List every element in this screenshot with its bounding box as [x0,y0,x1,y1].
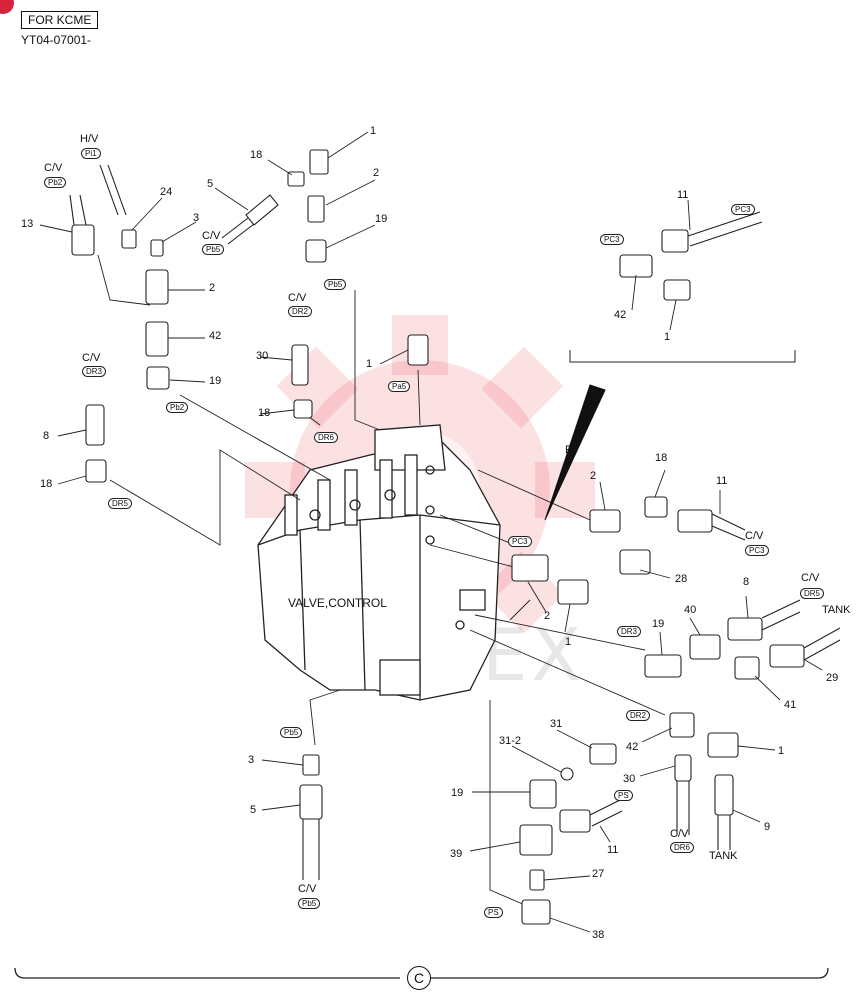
callout-24: 24 [160,186,173,198]
routing-lines [97,254,666,906]
callout-1: 1 [565,636,572,648]
callout-27: 27 [592,868,605,880]
port-tag: PC3 [508,536,532,547]
f5-arrow [544,384,606,521]
port-tag: Pa5 [388,381,411,392]
port-tag: Pb5 [280,727,303,738]
callout-19: 19 [451,787,464,799]
port-tag: DR3 [82,366,107,377]
callout-18: 18 [655,452,668,464]
callout-39: 39 [450,848,463,860]
port-tag: Pb5 [324,279,347,290]
cv-label: C/V [288,292,307,304]
serial-code: YT04-07001- [21,33,92,47]
callout-42: 42 [614,309,627,321]
callout-42: 42 [626,741,639,753]
callout-5: 5 [250,804,257,816]
port-tag: DR3 [617,626,642,637]
callout-8: 8 [43,430,50,442]
port-tag: DR5 [108,498,133,509]
port-tag: PC3 [745,545,769,556]
cv-label: C/V [44,162,63,174]
callout-30: 30 [623,773,636,785]
callout-1: 1 [370,125,377,137]
port-tag: Pb5 [202,244,225,255]
callout-42: 42 [209,330,222,342]
port-tag: DR6 [314,432,339,443]
port-tag: PC3 [600,234,624,245]
callout-2: 2 [590,470,597,482]
control-valve-label: VALVE,CONTROL [288,596,387,610]
callout-11: 11 [716,475,728,487]
callout-40: 40 [684,604,697,616]
bottom-frame [14,967,829,979]
tank-label: TANK [822,604,851,616]
fittings [69,149,841,925]
port-tag: PS [484,907,503,918]
callout-19: 19 [375,213,388,225]
section-marker: C [407,966,431,990]
cv-label: C/V [202,230,221,242]
callout-1: 1 [778,745,785,757]
callout-18: 18 [258,407,271,419]
callout-19: 19 [209,375,222,387]
callout-f5: F5 [565,444,578,456]
callout-2: 2 [544,610,551,622]
callout-2: 2 [373,167,380,179]
callout-19: 19 [652,618,665,630]
callout-1: 1 [366,358,373,370]
callout-1: 1 [664,331,671,343]
port-tag: PS [614,790,633,801]
callout-11: 11 [677,189,689,201]
callout-41: 41 [784,699,797,711]
corner-marker [0,0,14,14]
cv-label: C/V [801,572,820,584]
callout-3: 3 [248,754,255,766]
callout-11: 11 [607,844,619,856]
callout-31-2: 31-2 [499,735,522,747]
callout-30: 30 [256,350,269,362]
cv-label: C/V [745,530,764,542]
port-tag: Pi1 [81,148,101,159]
callout-13: 13 [21,218,34,230]
port-tag: DR6 [670,842,695,853]
callout-18: 18 [40,478,53,490]
callout-3: 3 [193,212,200,224]
callout-31: 31 [550,718,563,730]
cv-label: C/V [670,828,689,840]
callout-9: 9 [764,821,771,833]
cv-label: C/V [82,352,101,364]
cv-label: C/V [298,883,317,895]
hv-label: H/V [80,133,99,145]
port-tag: DR5 [800,588,825,599]
port-tag: Pb5 [298,898,321,909]
tank-label: TANK [709,850,738,862]
callout-28: 28 [675,573,688,585]
callout-29: 29 [826,672,839,684]
control-valve-body [257,424,501,701]
callout-leaders [39,131,823,933]
callout-18: 18 [250,149,263,161]
callout-8: 8 [743,576,750,588]
model-tag: FOR KCME [21,11,99,29]
port-tag: Pb2 [44,177,67,188]
port-tag: Pb2 [166,402,189,413]
inset-bracket [569,350,796,363]
port-tag: DR2 [626,710,651,721]
callout-5: 5 [207,178,214,190]
callout-38: 38 [592,929,605,941]
port-tag: PC3 [731,204,755,215]
callout-2: 2 [209,282,216,294]
port-tag: DR2 [288,306,313,317]
